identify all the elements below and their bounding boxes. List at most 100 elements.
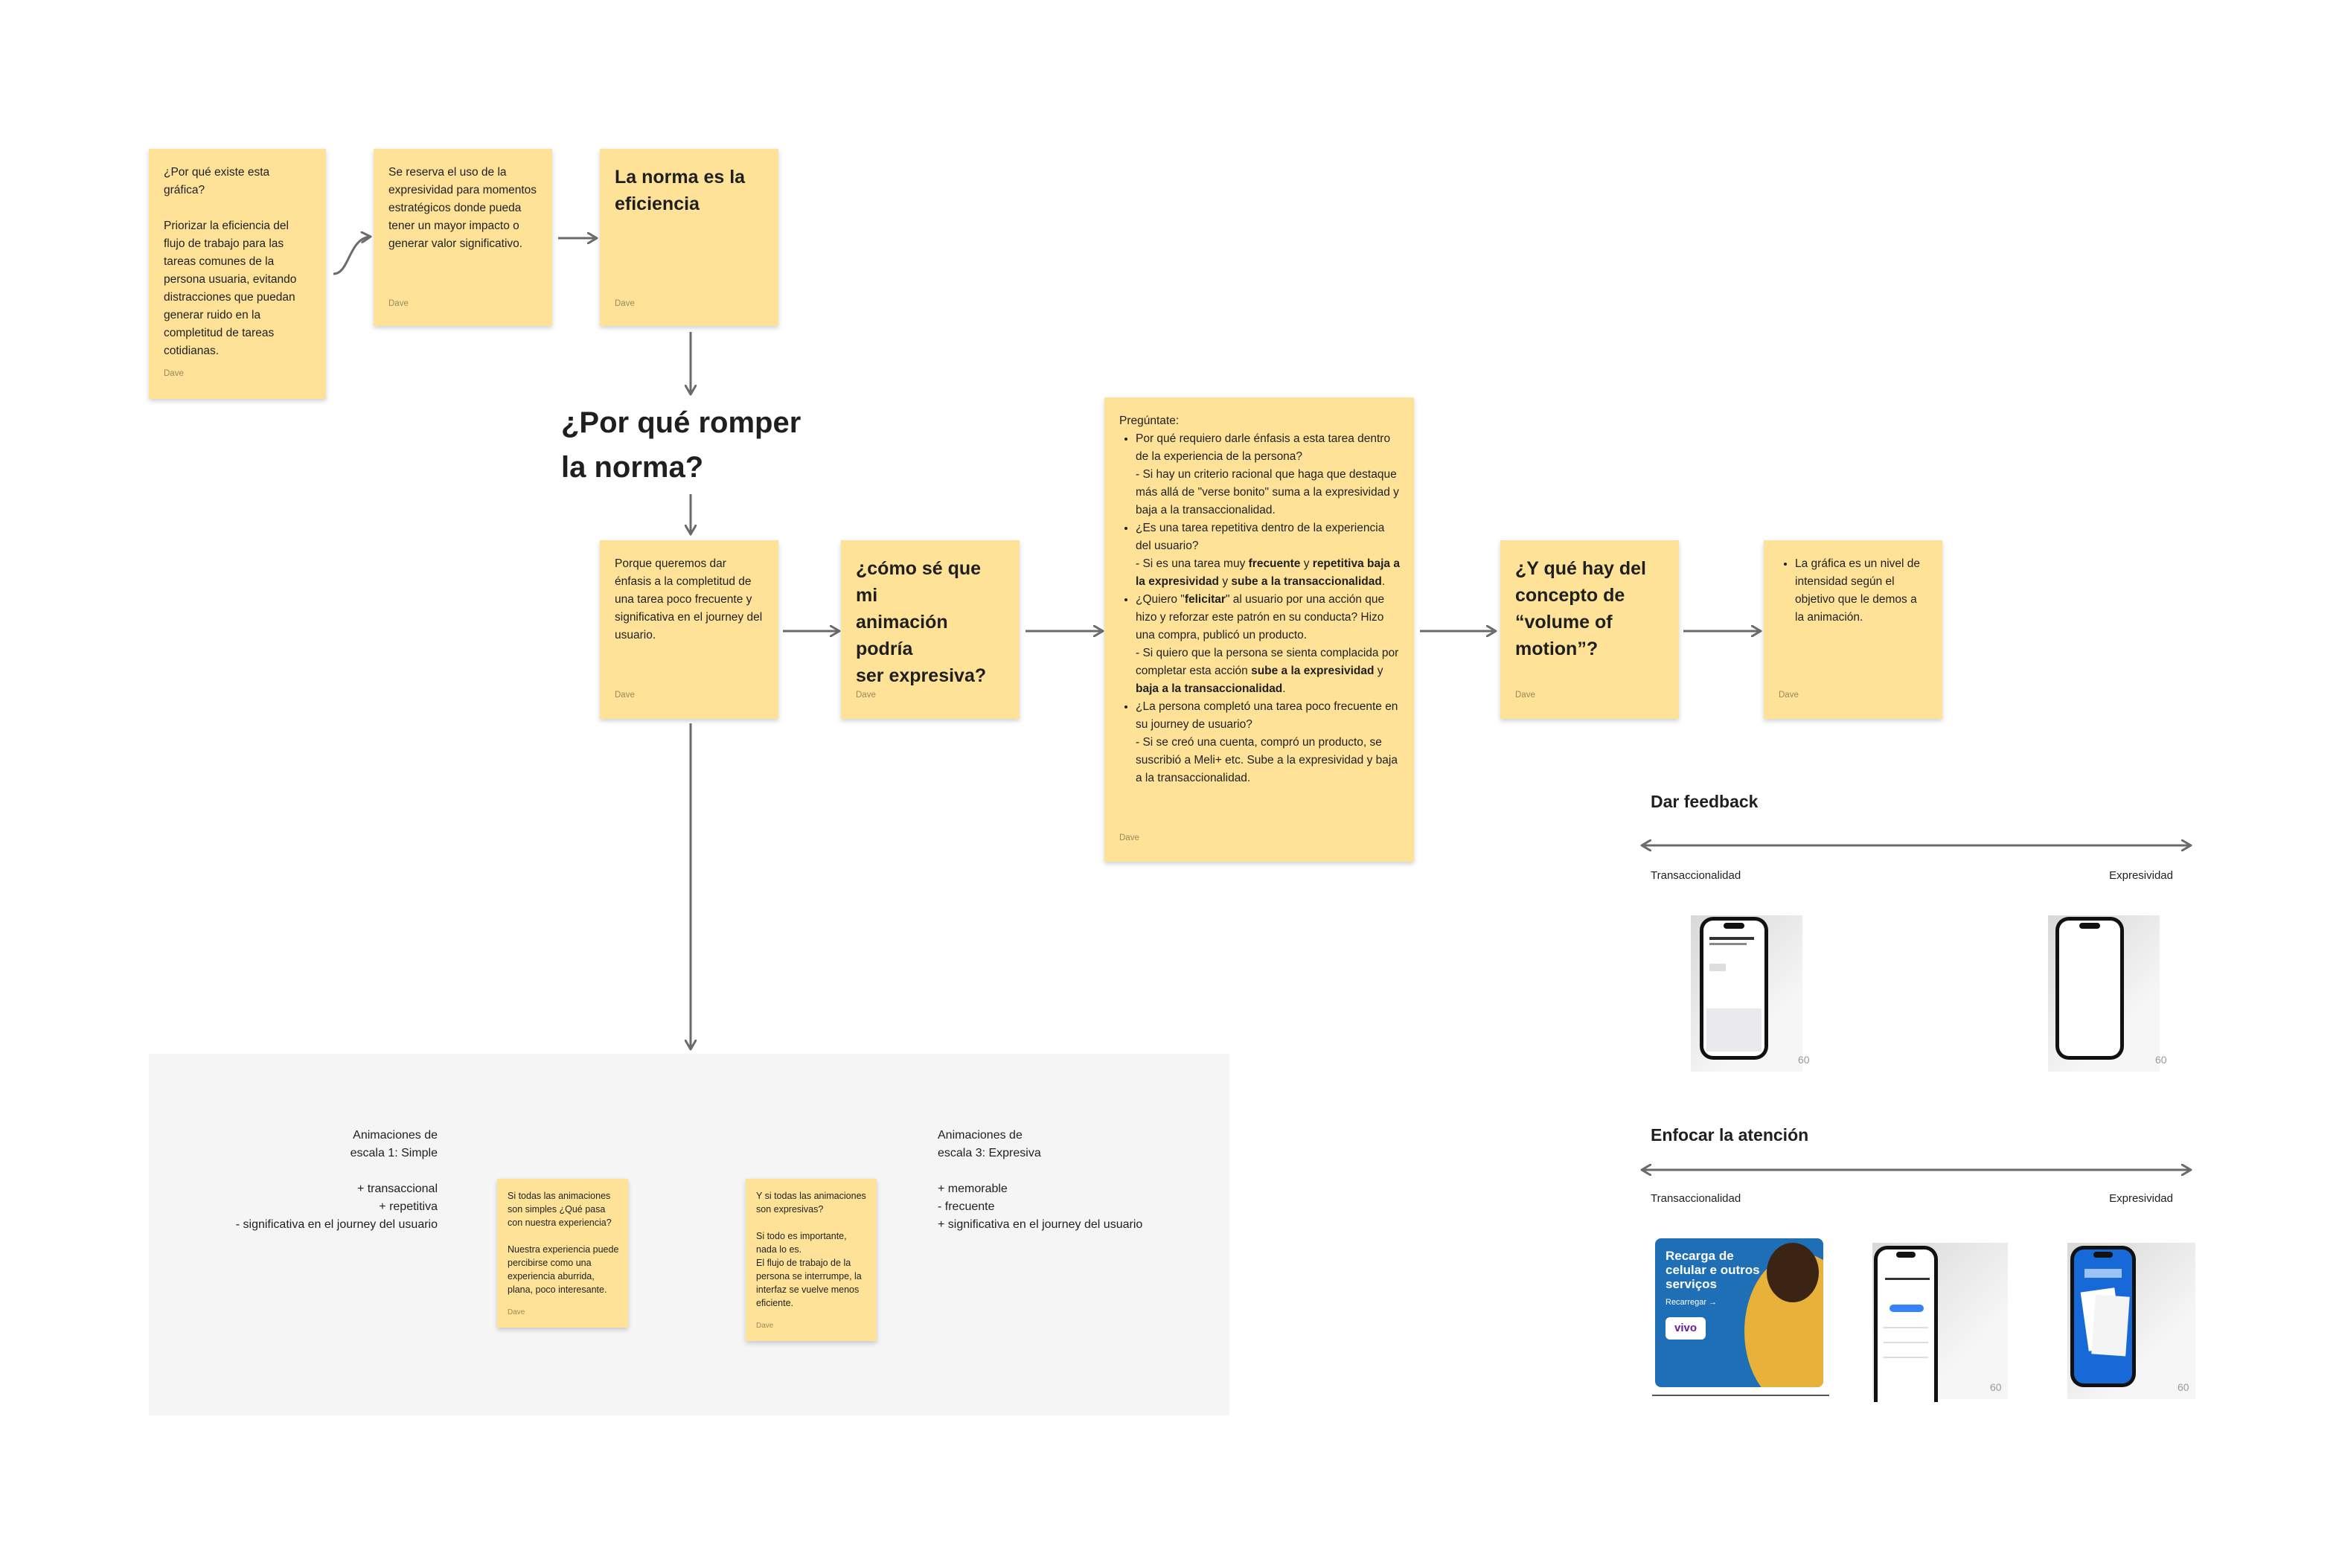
question-text: " al usuario por una acción que hizo y r… xyxy=(1136,593,1385,641)
intensity-bullets: La gráfica es un nivel de intensidad seg… xyxy=(1779,555,1929,627)
sticky-text: ¿Por qué existe esta gráfica? Priorizar … xyxy=(164,166,297,357)
answer-text: y xyxy=(1374,665,1383,677)
question-item: Por qué requiero darle énfasis a esta ta… xyxy=(1136,430,1402,519)
phone-notch xyxy=(2079,923,2100,929)
numeric-keypad xyxy=(1706,1008,1762,1052)
feedback-left-label: Transaccionalidad xyxy=(1651,869,1741,882)
sticky-question-list: Pregúntate: Por qué requiero darle énfas… xyxy=(1119,412,1402,787)
phone-screen xyxy=(1878,1249,1934,1402)
scale-right-list: + memorable - frecuente + significativa … xyxy=(938,1183,1143,1231)
recharge-banner[interactable]: Recarga de celular e outros serviços Rec… xyxy=(1655,1238,1823,1387)
screen-divider xyxy=(1884,1342,1928,1343)
phone-screen xyxy=(2074,1249,2132,1383)
sticky-text: ¿cómo sé que mi animación podría ser exp… xyxy=(856,558,987,686)
phone-screen xyxy=(1703,921,1764,1056)
note-text: Y si todas las animaciones son expresiva… xyxy=(756,1191,866,1308)
banner-person-head xyxy=(1767,1243,1819,1302)
sticky-ask-yourself[interactable]: Pregúntate: Por qué requiero darle énfas… xyxy=(1104,397,1414,862)
sticky-text: Se reserva el uso de la expresividad par… xyxy=(388,166,537,250)
scale-left-title: Animaciones de escala 1: Simple xyxy=(350,1129,438,1159)
bold-text: baja a la transaccionalidad xyxy=(1136,682,1283,695)
bold-text: frecuente xyxy=(1248,557,1301,570)
phone-mockup-cart xyxy=(1874,1246,1938,1402)
answer-text: y xyxy=(1300,557,1313,570)
sticky-author: Dave xyxy=(615,299,635,308)
screen-primary-button xyxy=(1890,1305,1924,1312)
sticky-how-expressive[interactable]: ¿cómo sé que mi animación podría ser exp… xyxy=(841,540,1020,719)
frame-counter: 60 xyxy=(1990,1381,2002,1393)
answer-text: - Si se creó una cuenta, compró un produ… xyxy=(1136,736,1398,784)
question-heading: ¿Por qué romper la norma? xyxy=(561,406,801,484)
sticky-intensity-level[interactable]: La gráfica es un nivel de intensidad seg… xyxy=(1764,540,1942,719)
banner-divider xyxy=(1652,1395,1829,1396)
bold-text: sube a la transaccionalidad xyxy=(1231,575,1382,588)
arrow-1-to-2 xyxy=(333,237,371,275)
frame-counter: 60 xyxy=(2155,1054,2167,1066)
sticky-why-break[interactable]: Porque queremos dar énfasis a la complet… xyxy=(600,540,778,719)
code-input-box xyxy=(1709,964,1726,971)
screen-divider xyxy=(1884,1357,1928,1358)
question-text: ¿La persona completó una tarea poco frec… xyxy=(1136,700,1398,731)
note-all-expressive[interactable]: Y si todas las animaciones son expresiva… xyxy=(746,1179,877,1341)
sticky-norm-efficiency[interactable]: La norma es la eficiencia Dave xyxy=(600,149,778,326)
bold-text: felicitar xyxy=(1184,593,1226,606)
banner-cta[interactable]: Recarregar → xyxy=(1666,1298,1718,1307)
screen-heading-bar xyxy=(2084,1269,2122,1278)
sticky-bullet: La gráfica es un nivel de intensidad seg… xyxy=(1779,555,1929,627)
scale-right-title: Animaciones de escala 3: Expresiva xyxy=(938,1129,1041,1159)
phone-screen xyxy=(2059,921,2120,1056)
screen-heading-bar xyxy=(1885,1278,1930,1280)
frame-counter: 60 xyxy=(2178,1381,2189,1393)
screen-heading-bar xyxy=(1709,937,1754,940)
sticky-author: Dave xyxy=(388,299,409,308)
note-author: Dave xyxy=(508,1308,525,1316)
sticky-author: Dave xyxy=(164,369,184,378)
note-author: Dave xyxy=(756,1322,774,1330)
bold-text: baja a la expresividad xyxy=(1136,557,1400,588)
question-text: ¿Quiero " xyxy=(1136,593,1185,606)
question-text: ¿Es una tarea repetitiva dentro de la ex… xyxy=(1136,522,1385,552)
screen-divider xyxy=(1884,1327,1928,1328)
note-all-simple[interactable]: Si todas las animaciones son simples ¿Qu… xyxy=(497,1179,628,1328)
vivo-logo: vivo xyxy=(1666,1317,1706,1340)
scale-panel xyxy=(149,1054,1229,1415)
intensity-item: La gráfica es un nivel de intensidad seg… xyxy=(1795,555,1929,627)
answer-text: - Si es una tarea muy xyxy=(1136,557,1249,570)
sticky-text: ¿Y qué hay del concepto de “volume of mo… xyxy=(1515,558,1646,659)
sticky-text: Porque queremos dar énfasis a la complet… xyxy=(615,557,763,641)
bold-text: sube a la expresividad xyxy=(1251,665,1375,677)
scale-left-list: + transaccional + repetitiva - significa… xyxy=(235,1183,438,1231)
sticky-why-chart[interactable]: ¿Por qué existe esta gráfica? Priorizar … xyxy=(149,149,326,399)
question-item: ¿Quiero "felicitar" al usuario por una a… xyxy=(1136,591,1402,698)
screen-card xyxy=(2091,1294,2130,1357)
phone-mockup-keypad xyxy=(1700,917,1768,1060)
attention-title: Enfocar la atención xyxy=(1651,1125,1809,1145)
attention-right-label: Expresividad xyxy=(2109,1192,2173,1205)
sticky-text: La norma es la eficiencia xyxy=(615,167,746,214)
phone-notch xyxy=(2093,1252,2114,1258)
question-item: ¿La persona completó una tarea poco frec… xyxy=(1136,698,1402,787)
attention-left-label: Transaccionalidad xyxy=(1651,1192,1741,1205)
feedback-right-label: Expresividad xyxy=(2109,869,2173,882)
phone-notch xyxy=(1724,923,1744,929)
note-text: Si todas las animaciones son simples ¿Qu… xyxy=(508,1191,619,1295)
phone-mockup-blank xyxy=(2055,917,2124,1060)
question-bullets: Por qué requiero darle énfasis a esta ta… xyxy=(1119,430,1402,787)
banner-title: Recarga de celular e outros serviços xyxy=(1666,1249,1760,1291)
sticky-author: Dave xyxy=(615,691,635,700)
question-item: ¿Es una tarea repetitiva dentro de la ex… xyxy=(1136,519,1402,591)
phone-mockup-blue xyxy=(2070,1246,2136,1387)
sticky-volume-of-motion[interactable]: ¿Y qué hay del concepto de “volume of mo… xyxy=(1500,540,1679,719)
bold-text: repetitiva xyxy=(1312,557,1364,570)
screen-subheading-bar xyxy=(1709,943,1747,945)
answer-text: y xyxy=(1219,575,1232,588)
phone-notch xyxy=(1896,1252,1916,1258)
answer-text: . xyxy=(1282,682,1286,695)
frame-counter: 60 xyxy=(1798,1054,1810,1066)
answer-text: - Si quiero que la persona se sienta com… xyxy=(1136,647,1399,677)
answer-text: . xyxy=(1381,575,1386,588)
sticky-reserve-expressivity[interactable]: Se reserva el uso de la expresividad par… xyxy=(374,149,552,326)
feedback-title: Dar feedback xyxy=(1651,792,1759,811)
sticky-author: Dave xyxy=(856,691,876,700)
question-text: Por qué requiero darle énfasis a esta ta… xyxy=(1136,432,1391,463)
